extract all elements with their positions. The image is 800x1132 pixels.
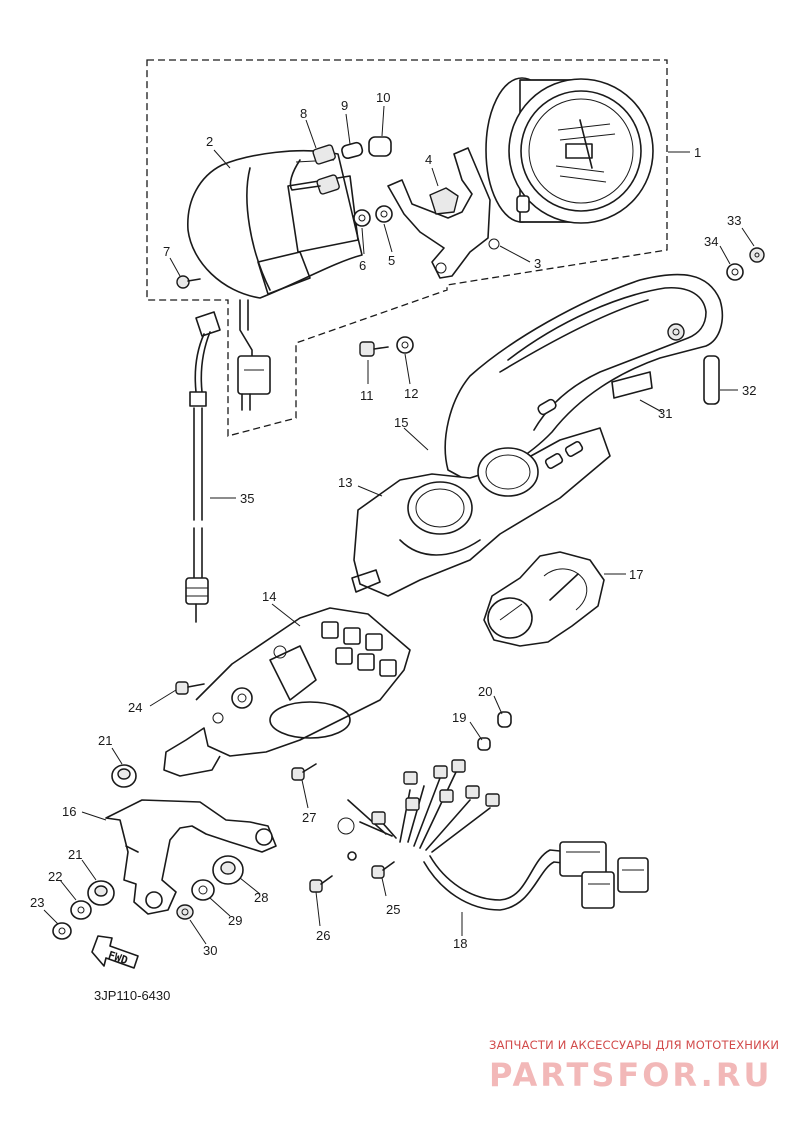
watermark-brand: PARTSFOR.RU <box>489 1056 772 1094</box>
callout-17: 17 <box>629 567 643 582</box>
callout-28: 28 <box>254 890 268 905</box>
callout-16: 16 <box>62 804 76 819</box>
speedometer-gauge <box>485 77 654 224</box>
screws-25-26 <box>309 861 395 893</box>
callout-32: 32 <box>742 383 756 398</box>
screw-7 <box>176 275 201 289</box>
meter-case-13-15 <box>351 427 611 597</box>
tachometer-dial <box>483 551 605 647</box>
callout-26: 26 <box>316 928 330 943</box>
callout-24: 24 <box>128 700 142 715</box>
callout-18: 18 <box>453 936 467 951</box>
callout-34: 34 <box>704 234 718 249</box>
callout-33: 33 <box>727 213 741 228</box>
callout-21-bottom: 21 <box>68 847 82 862</box>
callout-31: 31 <box>658 406 672 421</box>
speedometer-cable <box>185 311 221 623</box>
callout-14: 14 <box>262 589 276 604</box>
forward-direction-arrow: FWD <box>91 935 139 969</box>
callout-19: 19 <box>452 710 466 725</box>
callout-1: 1 <box>694 145 701 160</box>
screws-24-27 <box>175 681 317 781</box>
gauge-bracket <box>353 147 500 279</box>
fwd-label: FWD <box>106 949 129 968</box>
gauge-wiring <box>237 299 271 411</box>
callout-22: 22 <box>48 869 62 884</box>
leader-lines <box>43 105 755 945</box>
mount-bracket-16 <box>105 799 277 915</box>
callout-20: 20 <box>478 684 492 699</box>
callout-15: 15 <box>394 415 408 430</box>
callout-2: 2 <box>206 134 213 149</box>
meter-cover-31 <box>444 273 724 483</box>
callout-13: 13 <box>338 475 352 490</box>
callout-12: 12 <box>404 386 418 401</box>
callout-5: 5 <box>388 253 395 268</box>
bulb-sockets <box>289 136 392 195</box>
meter-base-14 <box>163 607 411 777</box>
callout-25: 25 <box>386 902 400 917</box>
top-right-fasteners <box>703 247 765 405</box>
callout-4: 4 <box>425 152 432 167</box>
drawing-code: 3JP110-6430 <box>94 988 170 1003</box>
callout-35: 35 <box>240 491 254 506</box>
callout-11: 11 <box>360 388 374 403</box>
callout-21-top: 21 <box>98 733 112 748</box>
gauge-cover <box>187 149 363 299</box>
watermark-tagline: ЗАПЧАСТИ И АКСЕССУАРЫ ДЛЯ МОТОТЕХНИКИ <box>489 1038 779 1052</box>
callout-23: 23 <box>30 895 44 910</box>
callout-6: 6 <box>359 258 366 273</box>
callout-10: 10 <box>376 90 390 105</box>
grommets-and-nuts <box>52 764 244 940</box>
callout-7: 7 <box>163 244 170 259</box>
callout-numbers: 1 2 3 4 5 6 7 8 9 10 11 12 13 14 15 16 1… <box>30 90 756 958</box>
screw-11-grommet-12 <box>359 336 414 357</box>
callout-29: 29 <box>228 913 242 928</box>
callout-8: 8 <box>300 106 307 121</box>
callout-9: 9 <box>341 98 348 113</box>
callout-27: 27 <box>302 810 316 825</box>
callout-30: 30 <box>203 943 217 958</box>
watermark: ЗАПЧАСТИ И АКСЕССУАРЫ ДЛЯ МОТОТЕХНИКИ PA… <box>489 1038 779 1094</box>
callout-3: 3 <box>534 256 541 271</box>
wiring-harness <box>337 711 649 911</box>
